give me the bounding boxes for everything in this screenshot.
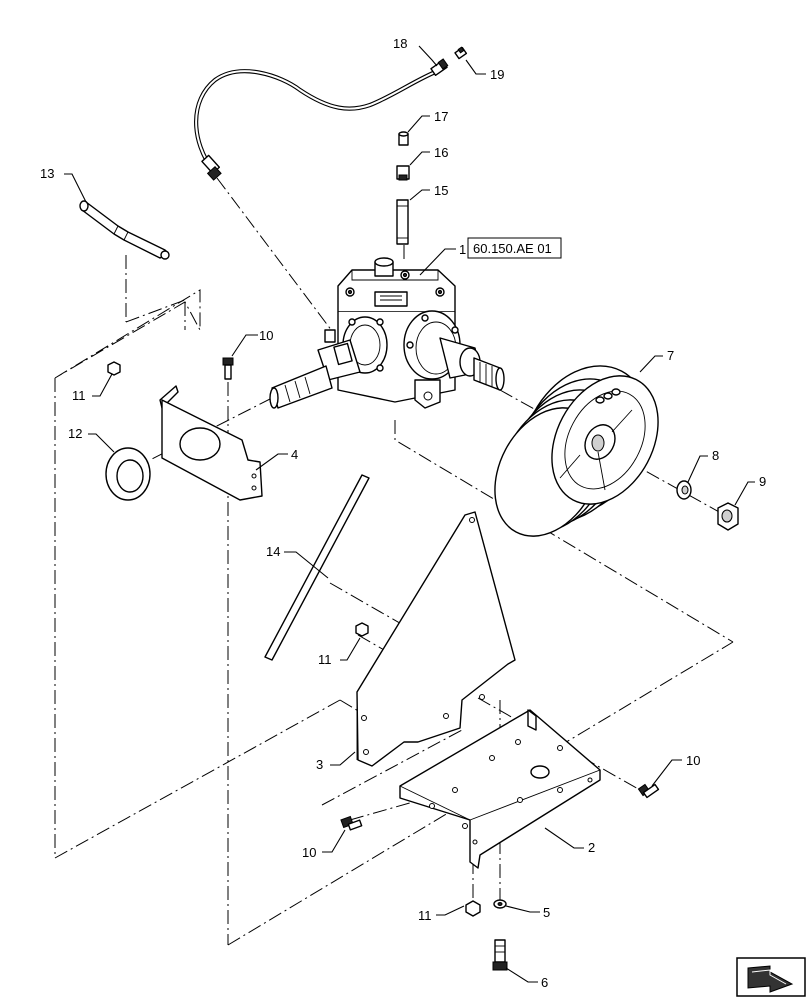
- gearbox: [269, 257, 505, 409]
- callout-9: 9: [759, 474, 766, 489]
- nut-11-bottom: [465, 900, 481, 917]
- callout-10-top: 10: [259, 328, 273, 343]
- shield-plate-4: [159, 385, 263, 501]
- leader-lines: [64, 45, 755, 983]
- next-page-arrow-icon[interactable]: [736, 957, 806, 997]
- mounting-bracket-2: [399, 709, 601, 869]
- strip-14: [264, 474, 370, 661]
- callout-11-bottom: 11: [418, 908, 432, 923]
- bolt-10-left: [340, 815, 363, 831]
- callout-13: 13: [40, 166, 54, 181]
- handle-13: [79, 200, 170, 260]
- callout-15: 15: [434, 183, 448, 198]
- nut-11-top: [107, 361, 121, 376]
- callout-7: 7: [667, 348, 674, 363]
- nut-9: [717, 502, 739, 531]
- pulley-7: [494, 365, 659, 537]
- washer-5: [493, 899, 507, 909]
- callout-2: 2: [588, 840, 595, 855]
- callout-labels: 18 19 17 16 15 1 13 10 11 12 4 7 8 9 14 …: [40, 36, 766, 990]
- bolt-10-right: [637, 783, 660, 799]
- callout-6: 6: [541, 975, 548, 990]
- callout-1: 1: [459, 242, 466, 257]
- bolt-10-top: [222, 357, 234, 380]
- ring-12: [105, 447, 151, 501]
- callout-10-left: 10: [302, 845, 316, 860]
- callout-5: 5: [543, 905, 550, 920]
- cable-assembly: [194, 58, 449, 181]
- callout-3: 3: [316, 757, 323, 772]
- bolt-6: [492, 939, 508, 971]
- callout-17: 17: [434, 109, 448, 124]
- callout-12: 12: [68, 426, 82, 441]
- nut-11-mid: [355, 622, 369, 637]
- plug-19: [454, 46, 468, 60]
- callout-11-top: 11: [72, 388, 86, 403]
- reference-label[interactable]: 60.150.AE 01: [473, 241, 552, 256]
- callout-14: 14: [266, 544, 280, 559]
- reference-box[interactable]: 60.150.AE 01: [467, 237, 562, 259]
- washer-8: [676, 480, 692, 500]
- callout-10-right: 10: [686, 753, 700, 768]
- grease-fitting-stack: [396, 131, 410, 245]
- callout-18: 18: [393, 36, 407, 51]
- callout-11-mid: 11: [318, 652, 332, 667]
- callout-4: 4: [291, 447, 298, 462]
- triangular-plate-3: [356, 511, 516, 767]
- callout-8: 8: [712, 448, 719, 463]
- callout-16: 16: [434, 145, 448, 160]
- callout-19: 19: [490, 67, 504, 82]
